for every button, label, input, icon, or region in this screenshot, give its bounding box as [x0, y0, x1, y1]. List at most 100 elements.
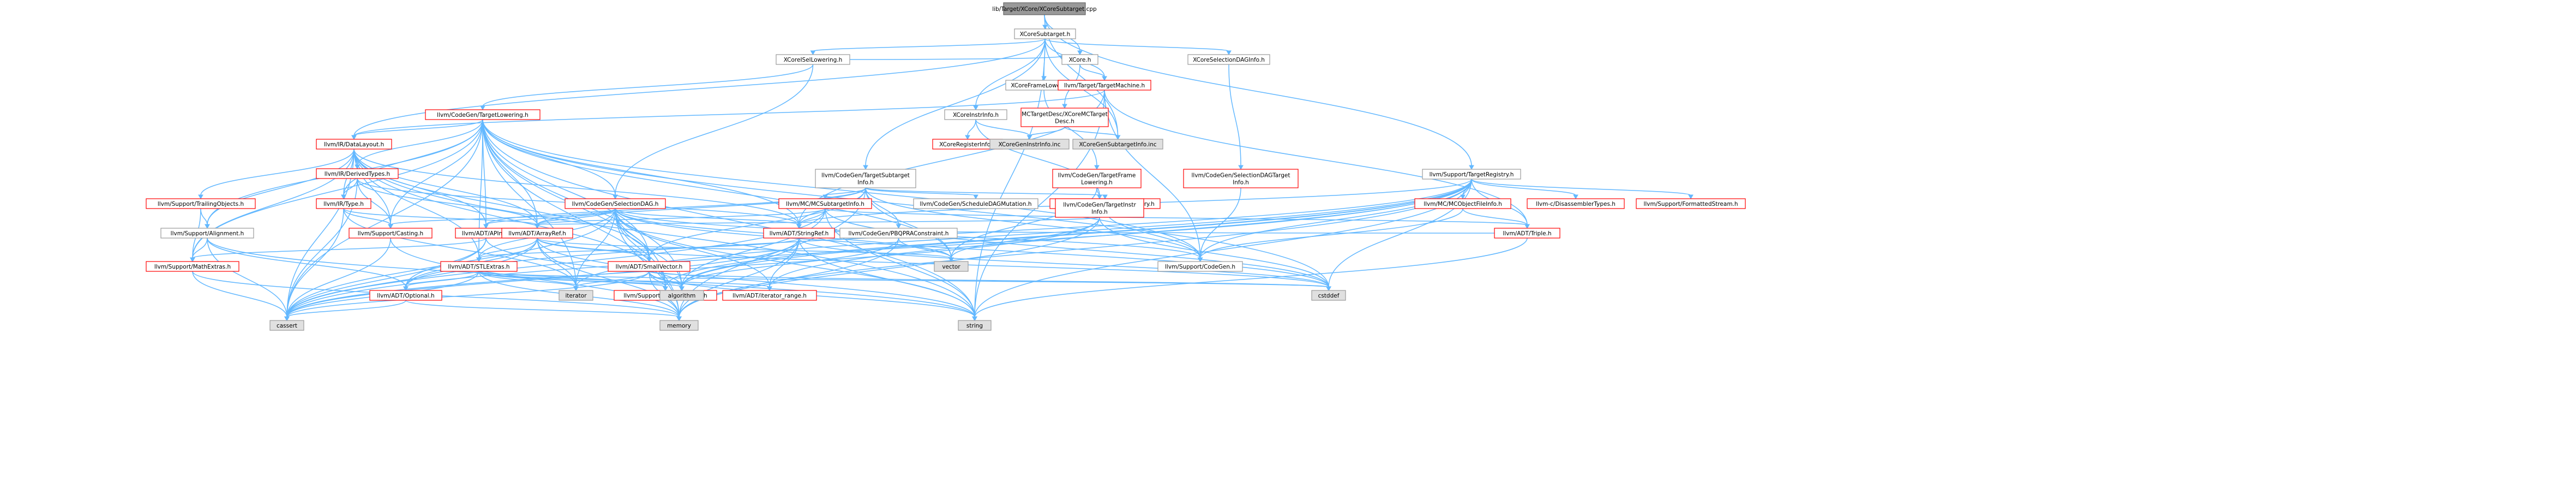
edge-triple-to-string — [974, 237, 1528, 318]
node-box — [776, 54, 850, 65]
node-trailingobjects[interactable]: llvm/Support/TrailingObjects.h — [146, 198, 256, 209]
node-targetmachine[interactable]: llvm/Target/TargetMachine.h — [1058, 80, 1151, 91]
node-mcobjectfileinfo[interactable]: llvm/MC/MCObjectFileInfo.h — [1414, 198, 1511, 209]
node-vector[interactable]: vector — [934, 261, 969, 272]
node-geninstrinfo[interactable]: XCoreGenInstrInfo.inc — [989, 139, 1070, 150]
node-box — [1055, 198, 1144, 218]
node-pbqp[interactable]: llvm/CodeGen/PBQPRAConstraint.h — [839, 228, 958, 239]
node-formattedstream[interactable]: llvm/Support/FormattedStream.h — [1636, 198, 1746, 209]
arrowhead-targetregistry-to-stringref — [796, 224, 802, 229]
node-xcoreseldag[interactable]: XCoreSelectionDAGInfo.h — [1187, 54, 1270, 65]
node-apint[interactable]: llvm/ADT/APInt.h — [455, 228, 517, 239]
edge-targetinstrinfo-to-cassert — [286, 217, 1100, 318]
node-label: Info.h — [1091, 209, 1108, 216]
arrowhead-targetregistry-to-cstddef — [1326, 286, 1331, 292]
node-xcoreh[interactable]: XCore.h — [1061, 54, 1098, 65]
edge-mcsubtarget-to-arrayref — [537, 208, 826, 225]
arrowhead-xcoreisel-to-targetlowering — [480, 105, 485, 111]
node-label: Desc.h — [1055, 118, 1074, 125]
edge-arrayref-to-cstddef — [537, 237, 1329, 288]
edge-root-to-targetregistry — [1044, 14, 1472, 167]
edge-arrayref-to-stlextras — [478, 237, 538, 259]
node-box — [559, 290, 593, 301]
node-disassemblertypes[interactable]: llvm-c/DisassemblerTypes.h — [1527, 198, 1625, 209]
node-cstddef[interactable]: cstddef — [1311, 290, 1346, 301]
node-memory[interactable]: memory — [659, 320, 699, 331]
arrowhead-targetregistry-to-iteratorrange — [767, 286, 772, 292]
node-triple[interactable]: llvm/ADT/Triple.h — [1494, 228, 1560, 239]
arrowhead-targetinstrinfo-to-arrayref — [535, 224, 540, 229]
node-box — [1014, 28, 1076, 39]
node-derivedtypes[interactable]: llvm/IR/DerivedTypes.h — [316, 168, 399, 179]
node-box — [1003, 2, 1086, 15]
node-label: string — [966, 323, 983, 329]
node-codegen[interactable]: llvm/Support/CodeGen.h — [1157, 261, 1243, 272]
arrowhead-targetsubtarget-to-schedregistry — [1102, 194, 1108, 200]
node-targetlowering[interactable]: llvm/CodeGen/TargetLowering.h — [425, 109, 541, 120]
node-box — [778, 198, 872, 209]
edge-apint-to-mathextras — [192, 237, 487, 259]
arrowhead-targetsubtarget-to-pbqp — [896, 224, 902, 229]
node-algorithm[interactable]: algorithm — [659, 290, 704, 301]
node-targetregistry[interactable]: llvm/Support/TargetRegistry.h — [1422, 169, 1521, 180]
node-alignment[interactable]: llvm/Support/Alignment.h — [160, 228, 254, 239]
node-box — [1072, 139, 1163, 150]
edge-selectiondag-to-arrayref — [537, 208, 616, 225]
arrowhead-xcoreh-to-mcdesc — [1062, 104, 1067, 109]
node-xcoreinstrinfo[interactable]: XCoreInstrInfo.h — [944, 109, 1007, 120]
node-label: llvm/CodeGen/PBQPRAConstraint.h — [849, 230, 949, 237]
node-label: XCoreISelLowering.h — [784, 57, 843, 63]
edge-xcoreseldag-to-seldagtargetinfo — [1228, 64, 1241, 167]
node-cassert[interactable]: cassert — [269, 320, 304, 331]
edge-mcsubtarget-to-triple — [825, 208, 1528, 225]
edge-stringref-to-memory — [678, 237, 800, 318]
node-box — [989, 139, 1070, 150]
edge-xcoreframe-to-targetframe — [1043, 90, 1097, 167]
node-root[interactable]: lib/Target/XCore/XCoreSubtarget.cpp — [992, 2, 1097, 15]
node-box — [608, 261, 690, 272]
node-label: llvm/Support/FormattedStream.h — [1643, 201, 1738, 207]
node-string[interactable]: string — [958, 320, 992, 331]
node-datalayout[interactable]: llvm/IR/DataLayout.h — [316, 139, 392, 150]
node-mcsubtarget[interactable]: llvm/MC/MCSubtargetInfo.h — [778, 198, 872, 209]
edge-xcoreinstrinfo-to-geninstrinfo — [975, 119, 1030, 136]
arrowhead-targetregistry-to-memory — [676, 316, 682, 322]
node-selectiondag[interactable]: llvm/CodeGen/SelectionDAG.h — [565, 198, 666, 209]
node-iterator[interactable]: iterator — [559, 290, 593, 301]
edge-alignment-to-mathextras — [192, 237, 208, 259]
node-iteratorrange[interactable]: llvm/ADT/iterator_range.h — [722, 290, 817, 301]
node-gensubtargetinfo[interactable]: XCoreGenSubtargetInfo.inc — [1072, 139, 1163, 150]
node-label: lib/Target/XCore/XCoreSubtarget.cpp — [992, 6, 1097, 13]
node-stringref[interactable]: llvm/ADT/StringRef.h — [763, 228, 835, 239]
node-schedmutation[interactable]: llvm/CodeGen/ScheduleDAGMutation.h — [913, 198, 1038, 209]
node-box — [913, 198, 1038, 209]
node-smallvector[interactable]: llvm/ADT/SmallVector.h — [608, 261, 690, 272]
edge-mathextras-to-cassert — [192, 271, 287, 318]
edge-stringref-to-iteratorrange — [769, 237, 800, 288]
node-label: Info.h — [1233, 180, 1249, 186]
node-box — [316, 198, 371, 209]
node-stlextras[interactable]: llvm/ADT/STLExtras.h — [440, 261, 518, 272]
node-xcoreisel[interactable]: XCoreISelLowering.h — [776, 54, 850, 65]
node-box — [565, 198, 666, 209]
edge-targetregistry-to-cassert — [286, 179, 1472, 318]
node-xcoresubtarget[interactable]: XCoreSubtarget.h — [1014, 28, 1076, 39]
node-irtype[interactable]: llvm/IR/Type.h — [316, 198, 371, 209]
node-mathextras[interactable]: llvm/Support/MathExtras.h — [146, 261, 239, 272]
node-arrayref[interactable]: llvm/ADT/ArrayRef.h — [501, 228, 573, 239]
arrowhead-triple-to-string — [972, 316, 977, 322]
node-box — [1414, 198, 1511, 209]
node-optional[interactable]: llvm/ADT/Optional.h — [369, 290, 442, 301]
node-casting[interactable]: llvm/Support/Casting.h — [349, 228, 433, 239]
node-genregisterinfo[interactable]: XCoreRegisterInfo.h — [932, 139, 1003, 150]
arrowhead-xcoresubtarget-to-targetsubtarget — [863, 165, 868, 170]
edge-mcobjectfileinfo-to-codegen — [1199, 208, 1463, 259]
edge-smallvector-to-cassert — [286, 271, 650, 318]
arrowhead-derivedtypes-to-irtype — [341, 194, 346, 200]
